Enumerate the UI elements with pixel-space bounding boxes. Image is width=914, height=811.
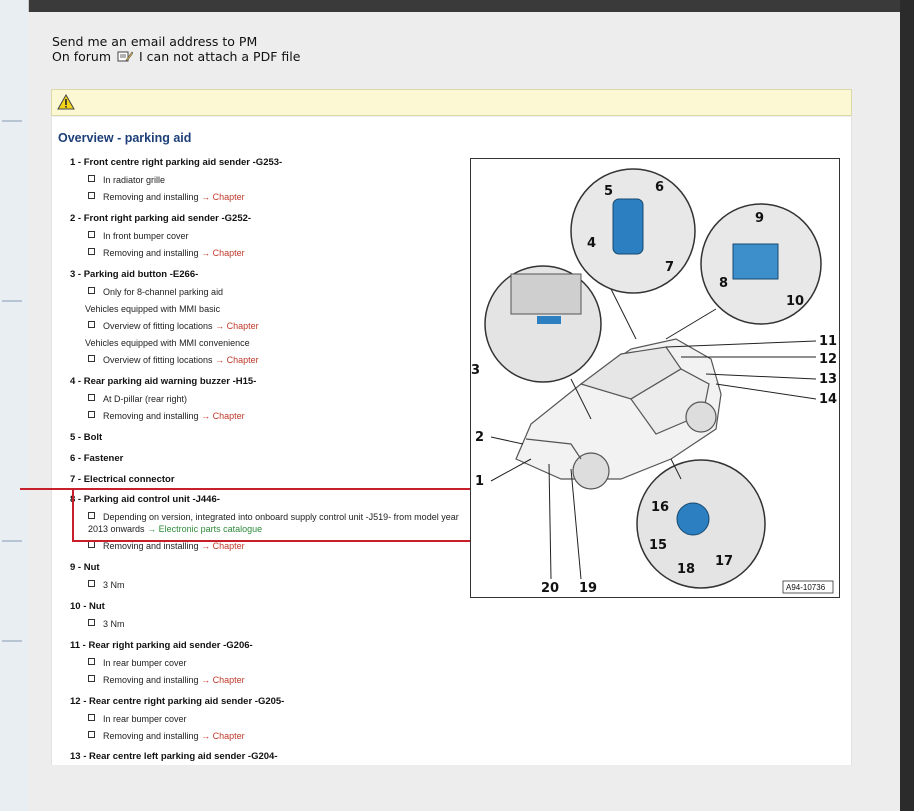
chapter-link[interactable]: → Chapter <box>215 321 259 331</box>
doc-sub: Removing and installing → Chapter <box>88 541 245 551</box>
highlight-box <box>72 488 480 542</box>
doc-item-12: 12 - Rear centre right parking aid sende… <box>70 696 285 707</box>
doc-sub-j519: Depending on version, integrated into on… <box>88 512 459 534</box>
callout-18: 18 <box>677 562 695 577</box>
doc-item-4: 4 - Rear parking aid warning buzzer -H15… <box>70 376 257 387</box>
doc-sub: Removing and installing → Chapter <box>88 731 245 741</box>
doc-sub: Overview of fitting locations → Chapter <box>88 355 259 365</box>
post-line-2-suffix: I can not attach a PDF file <box>139 49 301 64</box>
parking-aid-diagram: 3 2 1 5 6 4 7 9 8 10 11 12 13 14 16 15 1… <box>470 158 840 598</box>
doc-title: Overview - parking aid <box>58 131 192 145</box>
callout-9: 9 <box>755 211 764 226</box>
doc-sub: At D-pillar (rear right) <box>88 394 187 404</box>
doc-item-8: 8 - Parking aid control unit -J446- <box>70 494 220 505</box>
right-dark-edge <box>900 0 914 811</box>
doc-item-5: 5 - Bolt <box>70 432 103 443</box>
callout-20: 20 <box>541 581 559 596</box>
callout-17: 17 <box>715 554 733 569</box>
callout-14: 14 <box>819 392 837 407</box>
callout-11: 11 <box>819 334 837 349</box>
callout-10: 10 <box>786 294 804 309</box>
pencil-paper-emoji-icon <box>117 51 134 62</box>
doc-sub: Only for 8-channel parking aid <box>88 287 223 297</box>
callout-5: 5 <box>604 184 613 199</box>
chapter-link[interactable]: → Chapter <box>201 248 245 258</box>
callout-19: 19 <box>579 581 597 596</box>
doc-sub: Removing and installing → Chapter <box>88 675 245 685</box>
chapter-link[interactable]: → Chapter <box>201 411 245 421</box>
chapter-link[interactable]: → Chapter <box>201 192 245 202</box>
doc-item-6: 6 - Fastener <box>70 453 124 464</box>
callout-16: 16 <box>651 500 669 515</box>
doc-sub: 3 Nm <box>88 580 125 590</box>
doc-item-13: 13 - Rear centre left parking aid sender… <box>70 751 278 762</box>
doc-item-10: 10 - Nut <box>70 601 105 612</box>
callout-3: 3 <box>471 363 480 378</box>
warning-triangle-icon <box>57 94 75 110</box>
callout-4: 4 <box>587 236 596 251</box>
post-line-2: On forum I can not attach a PDF file <box>52 49 300 64</box>
chapter-link[interactable]: → Chapter <box>215 355 259 365</box>
doc-item-7: 7 - Electrical connector <box>70 474 175 485</box>
chapter-link[interactable]: → Chapter <box>201 675 245 685</box>
highlight-pointer-line <box>20 488 74 490</box>
doc-item-3: 3 - Parking aid button -E266- <box>70 269 199 280</box>
doc-item-11: 11 - Rear right parking aid sender -G206… <box>70 640 253 651</box>
doc-item-2: 2 - Front right parking aid sender -G252… <box>70 213 252 224</box>
post-message: Send me an email address to PM On forum … <box>52 34 300 64</box>
car-illustration <box>515 338 722 490</box>
doc-sub: In rear bumper cover <box>88 714 187 724</box>
chapter-link[interactable]: → Chapter <box>201 541 245 551</box>
doc-plain: Vehicles equipped with MMI basic <box>85 304 221 314</box>
post-line-2-prefix: On forum <box>52 49 112 64</box>
chapter-link[interactable]: → Chapter <box>201 731 245 741</box>
left-background-strip <box>0 0 29 811</box>
doc-sub: 3 Nm <box>88 619 125 629</box>
doc-sub: Overview of fitting locations → Chapter <box>88 321 259 331</box>
doc-item-1: 1 - Front centre right parking aid sende… <box>70 157 283 168</box>
callout-7: 7 <box>665 260 674 275</box>
doc-sub: Removing and installing → Chapter <box>88 248 245 258</box>
window-top-bar <box>0 0 914 12</box>
doc-plain: Vehicles equipped with MMI convenience <box>85 338 250 348</box>
doc-sub: Removing and installing → Chapter <box>88 192 245 202</box>
doc-item-9: 9 - Nut <box>70 562 100 573</box>
callout-15: 15 <box>649 538 667 553</box>
callout-12: 12 <box>819 352 837 367</box>
callout-2: 2 <box>475 430 484 445</box>
doc-sub: In rear bumper cover <box>88 658 187 668</box>
callout-6: 6 <box>655 180 664 195</box>
callout-8: 8 <box>719 276 728 291</box>
callout-1: 1 <box>475 474 484 489</box>
doc-sub: In front bumper cover <box>88 231 189 241</box>
callout-13: 13 <box>819 372 837 387</box>
doc-sub: Removing and installing → Chapter <box>88 411 245 421</box>
diagram-svg: 3 2 1 5 6 4 7 9 8 10 11 12 13 14 16 15 1… <box>471 168 837 596</box>
diagram-ref: A94-10736 <box>786 583 826 592</box>
parts-catalogue-link[interactable]: → Electronic parts catalogue <box>147 524 263 534</box>
warning-bar <box>51 89 852 116</box>
post-line-1: Send me an email address to PM <box>52 34 258 49</box>
doc-sub: In radiator grille <box>88 175 165 185</box>
